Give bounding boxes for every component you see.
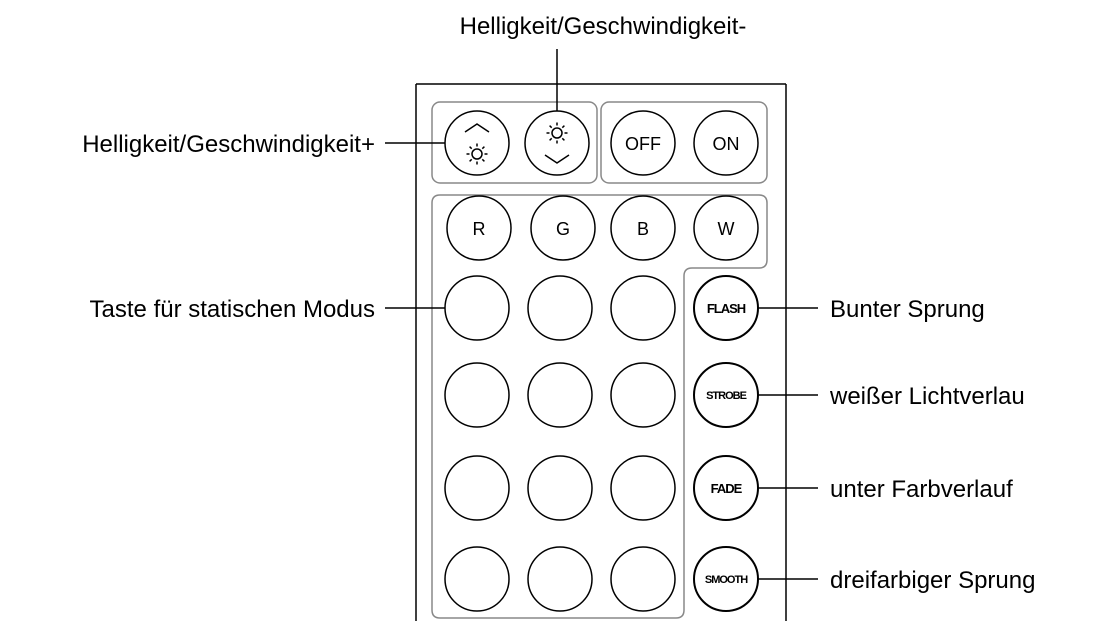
callout-brightness-up: Helligkeit/Geschwindigkeit+ xyxy=(82,131,375,158)
red-button-label: R xyxy=(473,219,486,239)
flash-button[interactable]: FLASH xyxy=(693,275,759,341)
brightness-up-button[interactable] xyxy=(444,110,510,176)
remote-body xyxy=(415,83,787,621)
static-color-button[interactable] xyxy=(527,455,593,521)
static-color-button[interactable] xyxy=(527,275,593,341)
callout-fade: unter Farbverlauf xyxy=(830,476,1013,503)
static-color-button[interactable] xyxy=(610,546,676,612)
blue-button-label: B xyxy=(637,219,649,239)
static-color-button[interactable] xyxy=(610,275,676,341)
red-button[interactable]: R xyxy=(446,195,512,261)
off-button-label: OFF xyxy=(625,134,661,154)
color-group-panel xyxy=(431,194,768,619)
callout-lines xyxy=(385,49,818,580)
callout-strobe: weißer Lichtverlau xyxy=(829,383,1025,410)
static-color-buttons xyxy=(444,275,676,612)
strobe-button[interactable]: STROBE xyxy=(693,362,759,428)
callout-brightness-down: Helligkeit/Geschwindigkeit- xyxy=(460,13,747,40)
chevron-up-icon xyxy=(464,123,490,133)
callout-flash: Bunter Sprung xyxy=(830,296,985,323)
fade-button[interactable]: FADE xyxy=(693,455,759,521)
fade-button-label: FADE xyxy=(711,481,743,496)
static-color-button[interactable] xyxy=(444,362,510,428)
strobe-button-label: STROBE xyxy=(706,390,747,402)
chevron-down-icon xyxy=(544,154,570,164)
static-color-button[interactable] xyxy=(444,275,510,341)
power-group-panel xyxy=(600,101,768,184)
off-button[interactable]: OFF xyxy=(610,110,676,176)
flash-button-label: FLASH xyxy=(707,301,746,316)
static-color-button[interactable] xyxy=(444,455,510,521)
green-button-label: G xyxy=(556,219,570,239)
on-button[interactable]: ON xyxy=(693,110,759,176)
on-button-label: ON xyxy=(713,134,740,154)
static-color-button[interactable] xyxy=(527,362,593,428)
green-button[interactable]: G xyxy=(530,195,596,261)
blue-button[interactable]: B xyxy=(610,195,676,261)
callout-smooth: dreifarbiger Sprung xyxy=(830,567,1035,594)
brightness-down-button[interactable] xyxy=(524,110,590,176)
smooth-button-label: SMOOTH xyxy=(705,574,748,586)
static-color-button[interactable] xyxy=(444,546,510,612)
static-color-button[interactable] xyxy=(610,455,676,521)
white-button[interactable]: W xyxy=(693,195,759,261)
callout-static-mode: Taste für statischen Modus xyxy=(90,296,375,323)
static-color-button[interactable] xyxy=(610,362,676,428)
static-color-button[interactable] xyxy=(527,546,593,612)
smooth-button[interactable]: SMOOTH xyxy=(693,546,759,612)
white-button-label: W xyxy=(718,219,735,239)
